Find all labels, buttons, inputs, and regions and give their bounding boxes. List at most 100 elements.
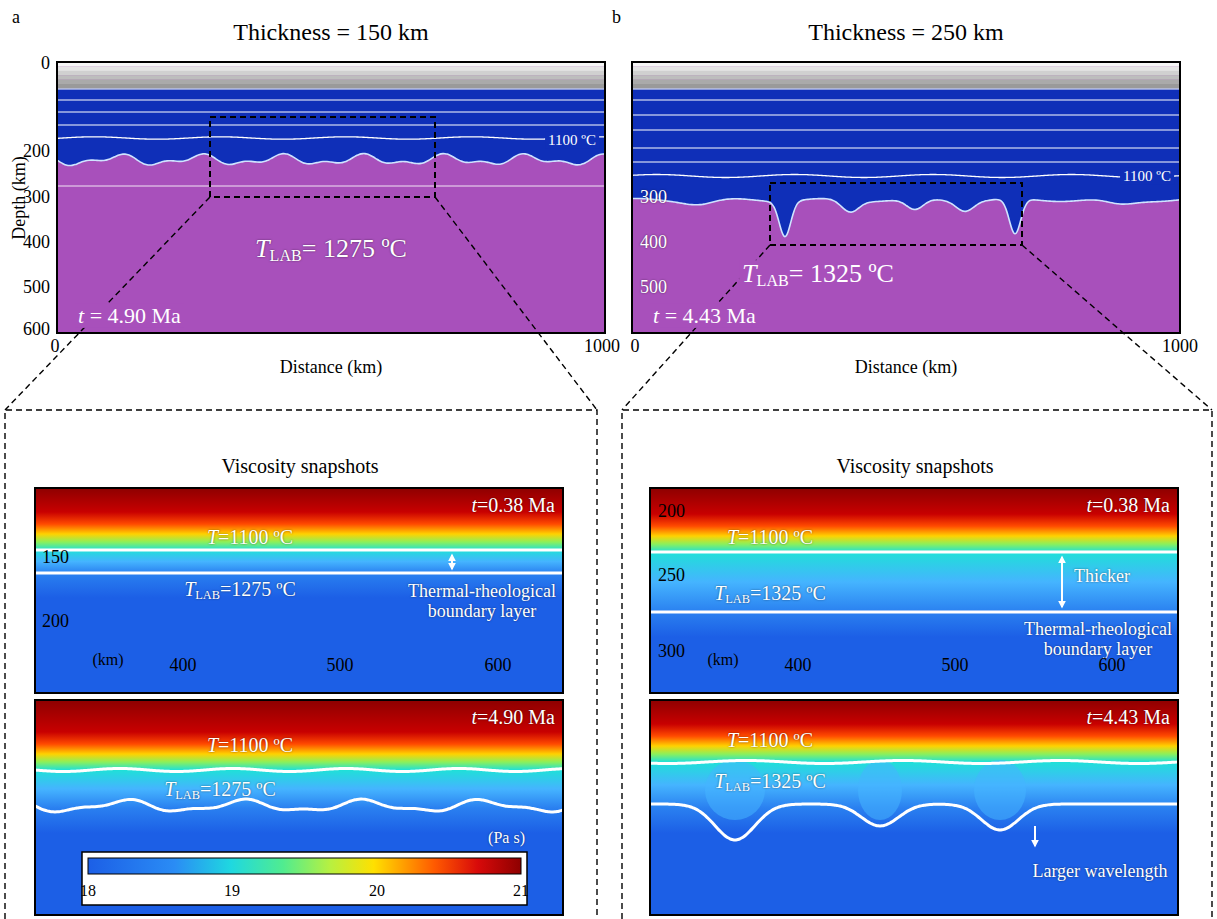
axis-tick: 600 [1099,656,1126,676]
colorbar-tick: 18 [80,882,96,900]
axis-title: Depth (km) [10,156,30,239]
panel-frame [35,700,563,915]
axis-tick: 400 [640,233,667,253]
zoom-frame [5,410,597,919]
isotherm-label: 1100 ºC [1120,168,1174,185]
thickness-arrow [451,555,453,569]
colorbar-tick: 21 [513,882,529,900]
axis-title: Distance (km) [855,358,957,378]
isotherm-label: T=1100 ºC [727,526,813,548]
lab-line [35,572,563,575]
axis-tick: 0 [631,337,640,357]
isotherm [57,125,605,126]
crust-layer [632,75,1180,80]
lab-temperature: TLAB= 1325 ºC [739,260,897,290]
zoom-leader [622,245,770,410]
thickness-arrow [1061,557,1063,607]
isotherm-1100 [35,549,563,552]
crust-layer [632,84,1180,89]
isotherm-1100 [650,761,1178,764]
isotherm-label: T=1100 ºC [207,526,293,548]
axis-tick: 1000 [1162,337,1198,357]
isotherm-label: T=1100 ºC [207,734,293,756]
viscosity-field [650,488,1178,693]
axis-tick: 400 [170,656,197,676]
panel-frame [650,488,1178,693]
isotherm [57,186,605,187]
panel-frame [650,700,1178,915]
axis-tick: 500 [942,656,969,676]
colorbar-tick: 20 [369,882,385,900]
isotherm-label: T=1100 ºC [727,729,813,751]
asthenosphere [57,62,605,333]
isotherm-label: 1100 ºC [545,132,599,149]
time-label: t=4.90 Ma [471,706,555,728]
time-label: t = 4.43 Ma [650,304,759,328]
lab-line [650,804,1178,840]
axis-tick: 150 [42,548,69,568]
drip-plume [858,760,902,820]
axis-tick: 0 [41,54,50,74]
viscosity-panel [650,488,1178,693]
plot-frame [632,62,1180,333]
axis-tick: 600 [23,320,50,340]
isotherm [57,100,605,101]
isotherm-1100 [632,175,1180,178]
isotherm [632,148,1180,149]
axis-tick: 200 [42,612,69,632]
boundary-layer-note: Thermal-rheological boundary layer [402,582,562,622]
lithosphere [57,88,605,166]
crust-layer [632,66,1180,71]
crust-layer [57,71,605,76]
snapshot-heading: Viscosity snapshots [221,455,378,477]
time-label: t=0.38 Ma [1086,494,1170,516]
zoom-leader [5,197,210,410]
axis-tick: 400 [785,656,812,676]
model-plot [632,62,1180,333]
annotation: Larger wavelength [1032,862,1167,882]
colorbar-unit: (Pa s) [488,829,525,847]
crust-layer [632,80,1180,85]
axis-tick: 300 [658,642,685,662]
crust-layer [632,71,1180,76]
time-label: t=4.43 Ma [1086,706,1170,728]
viscosity-panel [35,488,563,693]
crust-layer [57,84,605,89]
colorbar [88,858,521,874]
panel-title: Thickness = 150 km [233,19,429,45]
time-label: t = 4.90 Ma [75,304,184,328]
colorbar-box [82,852,527,905]
isotherm [57,112,605,113]
isotherm-1100 [57,137,605,139]
wavelength-arrow [1034,826,1036,846]
axis-tick: 1000 [584,337,620,357]
viscosity-field [35,488,563,693]
panel-title: Thickness = 250 km [808,19,1004,45]
axis-tick: 300 [640,188,667,208]
axis-tick: 500 [327,656,354,676]
annotation: Thicker [1074,567,1130,587]
lab-temperature: TLAB=1325 ºC [714,582,826,607]
zoom-box [770,183,1022,245]
axis-tick: 600 [485,656,512,676]
zoom-leader [1022,245,1212,410]
lab-line [650,611,1178,614]
lithosphere [632,88,1180,237]
viscosity-panel [650,700,1178,915]
lab-line [35,799,563,812]
zoom-frame [622,410,1212,919]
model-plot [57,62,605,333]
isotherm [632,130,1180,131]
axis-unit: (km) [707,651,738,669]
lab-temperature: TLAB= 1275 ºC [255,235,407,265]
time-label: t=0.38 Ma [471,494,555,516]
isotherm [632,88,1180,89]
viscosity-field [35,700,563,915]
isotherm [632,100,1180,101]
panel-letter: b [612,8,621,28]
panel-frame [35,488,563,693]
axis-unit: (km) [92,651,123,669]
lab-temperature: TLAB=1275 ºC [164,778,276,803]
